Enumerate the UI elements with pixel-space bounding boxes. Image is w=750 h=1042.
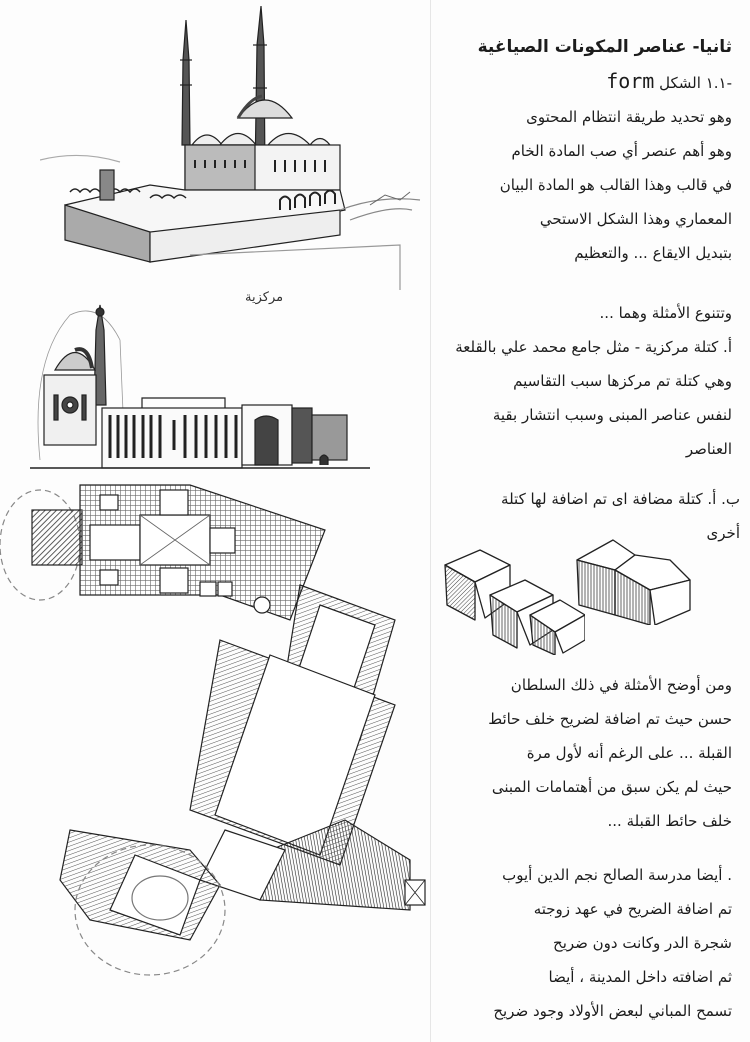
cube-group-right-sketch <box>575 535 695 625</box>
note-line: وتتنوع الأمثلة وهما ... <box>599 304 732 322</box>
mosque-perspective-sketch <box>40 0 440 300</box>
note-line: ومن أوضح الأمثلة في ذلك السلطان <box>510 676 732 694</box>
minaret-left <box>180 19 192 146</box>
page-margin-line <box>430 0 431 1042</box>
note-line: شجرة الدر وكانت دون ضريح <box>553 934 732 952</box>
note-line: ثم اضافته داخل المدينة ، أيضا <box>548 968 732 986</box>
notes-heading: ثانيا- عناصر المكونات الصياغية <box>477 37 732 57</box>
floor-plan-upper-sketch <box>0 470 340 635</box>
notes-section-form: ثانيا- عناصر المكونات الصياغية -١.١ الشك… <box>432 30 732 270</box>
section-title-line: -١.١ الشكل form <box>432 64 732 100</box>
note-line: حسن حيث تم اضافة لضريح خلف حائط <box>488 710 732 728</box>
note-line: حيث لم يكن سبق من أهتمامات المبنى <box>491 778 732 796</box>
notes-sultan-hassan: ومن أوضح الأمثلة في ذلك السلطان حسن حيث … <box>412 668 732 838</box>
floor-plan-lower-sketch <box>40 580 430 980</box>
note-line: وهي كتلة تم مركزها سبب التقاسيم <box>513 372 732 390</box>
note-line: أخرى <box>706 524 740 542</box>
note-line: بتبديل الايقاع ... والتعظيم <box>574 244 732 262</box>
note-line: تسمح المباني لبعض الأولاد وجود ضريح <box>493 1002 732 1020</box>
section-title-latin: form <box>606 69 655 93</box>
note-line: العناصر <box>685 440 732 458</box>
note-line: ب. أ. كتلة مضافة اى تم اضافة لها كتلة <box>501 490 740 508</box>
notes-added-mass: ب. أ. كتلة مضافة اى تم اضافة لها كتلة أخ… <box>420 482 740 550</box>
cube-group-left-sketch <box>435 540 585 655</box>
notes-salih-ayyub: . أيضا مدرسة الصالح نجم الدين أيوب تم اض… <box>412 858 732 1028</box>
note-line: القبلة ... على الرغم أنه لأول مرة <box>526 744 732 762</box>
section-number: -١.١ <box>705 74 732 92</box>
note-line: وهو أهم عنصر أي صب المادة الخام <box>511 142 732 160</box>
note-line: المعماري وهذا الشكل الاستحي <box>539 210 732 228</box>
sketch-label-central: مركزية <box>245 290 284 305</box>
note-line: خلف حائط القبلة ... <box>607 812 733 830</box>
note-line: . أيضا مدرسة الصالح نجم الدين أيوب <box>502 866 732 884</box>
mosque-elevation-sketch <box>30 300 400 470</box>
section-title: الشكل <box>659 74 701 92</box>
note-line: لنفس عناصر المبنى وسبب انتشار بقية <box>492 406 732 424</box>
note-line: تم اضافة الضريح في عهد زوجته <box>533 900 732 918</box>
note-line: في قالب وهذا القالب هو المادة البيان <box>499 176 732 194</box>
note-line: أ. كتلة مركزية - مثل جامع محمد علي بالقل… <box>455 338 732 356</box>
notes-examples: وتتنوع الأمثلة وهما ... أ. كتلة مركزية -… <box>412 296 732 466</box>
note-line: وهو تحديد طريقة انتظام المحتوى <box>526 108 732 126</box>
